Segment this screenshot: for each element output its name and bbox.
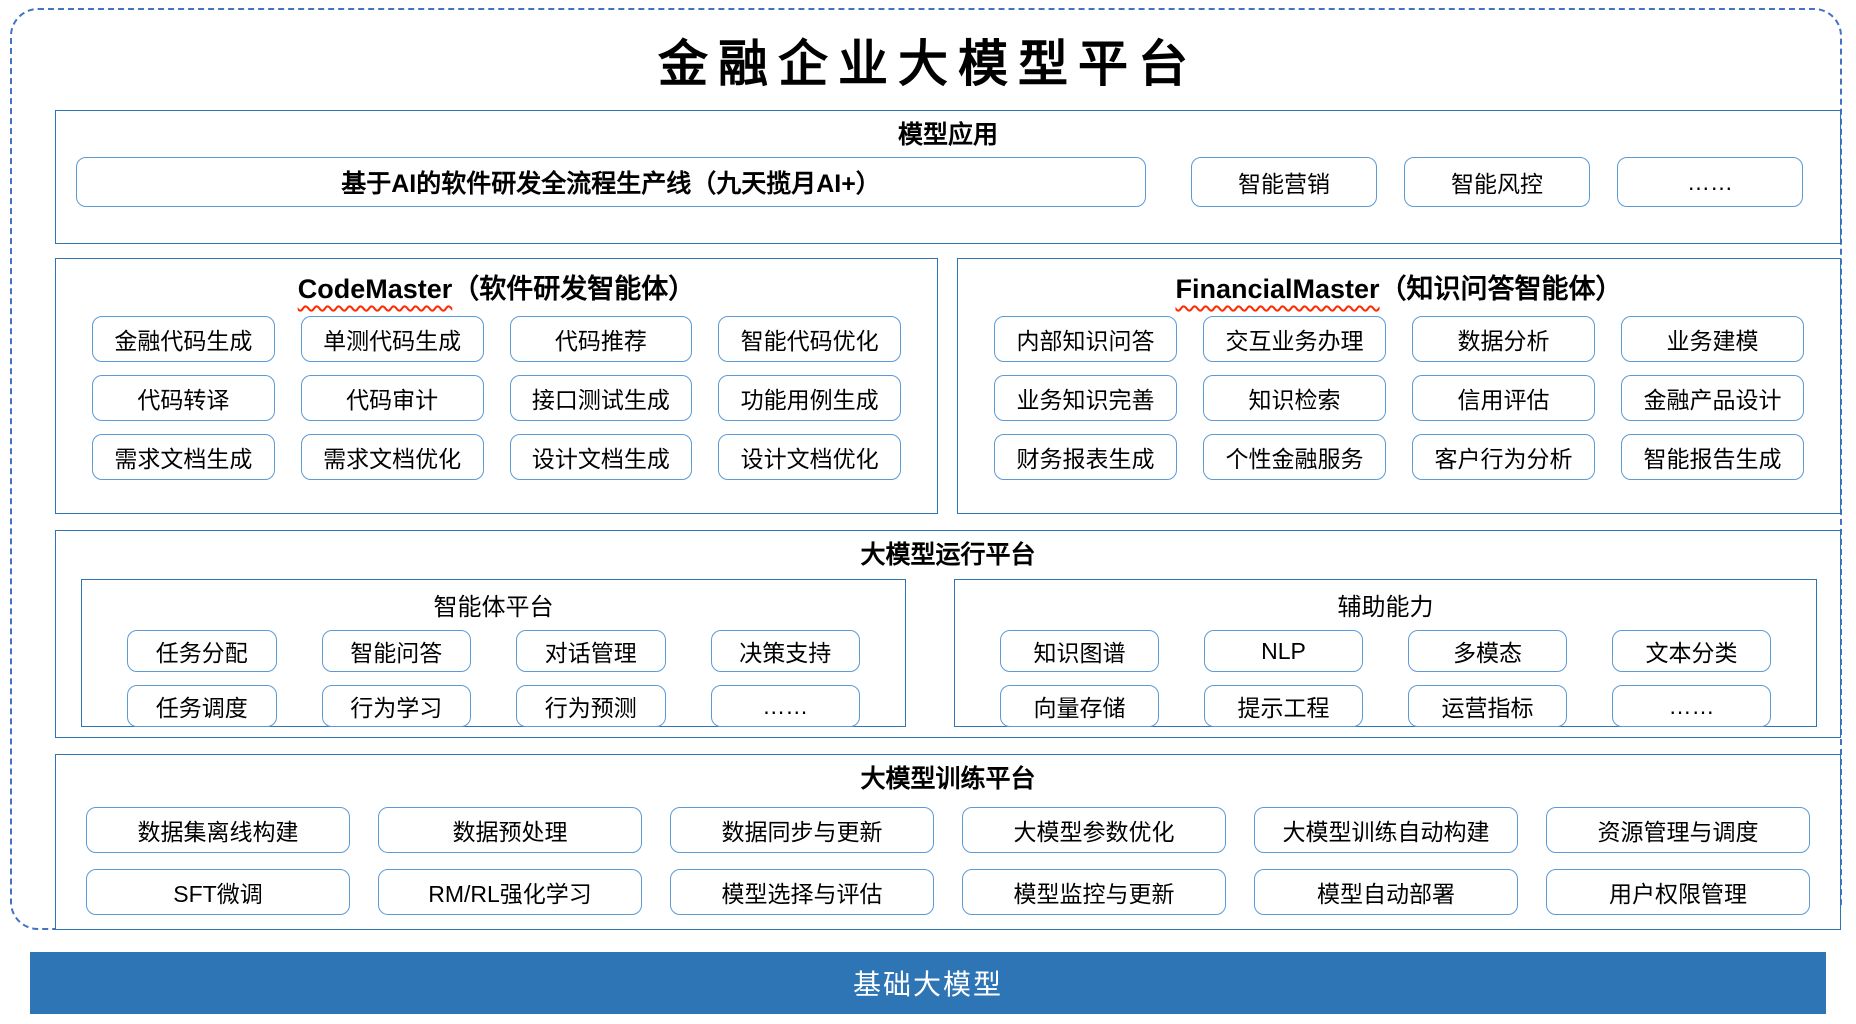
aux-ability-item: …… — [1612, 685, 1771, 727]
codemaster-item: 单测代码生成 — [300, 316, 484, 362]
training-item: 数据同步与更新 — [670, 807, 934, 854]
aux-ability-header: 辅助能力 — [1337, 594, 1434, 621]
model-application-row: 基于AI的软件研发全流程生产线（九天揽月AI+） 智能营销 智能风控 …… — [56, 157, 1840, 207]
financialmaster-item: 内部知识问答 — [994, 316, 1177, 362]
training-item: 模型选择与评估 — [670, 869, 934, 916]
app-box-risk-control: 智能风控 — [1404, 157, 1590, 207]
codemaster-item: 金融代码生成 — [92, 316, 275, 362]
codemaster-title-en: CodeMaster — [297, 274, 453, 304]
financialmaster-item: 业务建模 — [1621, 316, 1804, 362]
training-header: 大模型训练平台 — [860, 765, 1036, 793]
training-item: 模型监控与更新 — [962, 869, 1226, 916]
section-financialmaster: FinancialMaster（知识问答智能体） 内部知识问答 交互业务办理 数… — [957, 258, 1841, 514]
codemaster-item: 需求文档生成 — [92, 434, 275, 480]
financialmaster-item: 数据分析 — [1412, 316, 1595, 362]
aux-ability-item: 向量存储 — [1000, 685, 1159, 727]
aux-ability-item: 提示工程 — [1204, 685, 1363, 727]
financialmaster-title-zh: （知识问答智能体） — [1379, 274, 1623, 304]
app-box-marketing: 智能营销 — [1191, 157, 1377, 207]
section-model-application: 模型应用 基于AI的软件研发全流程生产线（九天揽月AI+） 智能营销 智能风控 … — [55, 110, 1841, 244]
financialmaster-item: 财务报表生成 — [994, 434, 1177, 480]
agent-platform-item: …… — [710, 685, 860, 727]
codemaster-title-zh: （软件研发智能体） — [452, 274, 696, 304]
page-title: 金融企业大模型平台 — [658, 34, 1198, 93]
agent-platform-item: 决策支持 — [710, 630, 860, 672]
financialmaster-item: 个性金融服务 — [1203, 434, 1386, 480]
financialmaster-item: 智能报告生成 — [1621, 434, 1804, 480]
financialmaster-item: 客户行为分析 — [1412, 434, 1595, 480]
training-item: 数据集离线构建 — [86, 807, 350, 854]
aux-ability-box: 辅助能力 知识图谱 NLP 多模态 文本分类 向量存储 提示工程 运营指标 …… — [954, 579, 1817, 727]
financialmaster-title: FinancialMaster（知识问答智能体） — [958, 267, 1840, 306]
model-application-header: 模型应用 — [897, 121, 998, 149]
codemaster-item: 接口测试生成 — [509, 375, 693, 421]
training-item: 用户权限管理 — [1546, 869, 1810, 916]
aux-ability-item: 知识图谱 — [1000, 630, 1159, 672]
app-main-pipeline-box: 基于AI的软件研发全流程生产线（九天揽月AI+） — [76, 157, 1146, 207]
agent-platform-item: 任务调度 — [127, 685, 277, 727]
app-box-ellipsis: …… — [1617, 157, 1803, 207]
financialmaster-title-en: FinancialMaster — [1175, 274, 1380, 304]
agent-platform-item: 对话管理 — [516, 630, 666, 672]
codemaster-item: 需求文档优化 — [300, 434, 484, 480]
runtime-header: 大模型运行平台 — [860, 541, 1036, 569]
codemaster-item: 代码推荐 — [509, 316, 693, 362]
financialmaster-grid: 内部知识问答 交互业务办理 数据分析 业务建模 业务知识完善 知识检索 信用评估… — [958, 306, 1840, 480]
codemaster-item: 功能用例生成 — [718, 375, 901, 421]
financialmaster-item: 业务知识完善 — [994, 375, 1177, 421]
training-item: SFT微调 — [86, 869, 350, 916]
codemaster-item: 代码转译 — [92, 375, 275, 421]
agent-platform-item: 智能问答 — [321, 630, 471, 672]
aux-ability-item: 运营指标 — [1408, 685, 1567, 727]
agent-platform-item: 行为学习 — [321, 685, 471, 727]
codemaster-title: CodeMaster（软件研发智能体） — [56, 267, 937, 306]
agent-platform-item: 任务分配 — [127, 630, 277, 672]
section-training-platform: 大模型训练平台 数据集离线构建 数据预处理 数据同步与更新 大模型参数优化 大模… — [55, 754, 1841, 930]
aux-ability-item: NLP — [1204, 630, 1363, 672]
codemaster-item: 设计文档优化 — [718, 434, 901, 480]
agent-platform-box: 智能体平台 任务分配 智能问答 对话管理 决策支持 任务调度 行为学习 行为预测… — [81, 579, 906, 727]
section-runtime-platform: 大模型运行平台 智能体平台 任务分配 智能问答 对话管理 决策支持 任务调度 行… — [55, 530, 1841, 738]
aux-ability-item: 文本分类 — [1612, 630, 1771, 672]
training-item: 资源管理与调度 — [1546, 807, 1810, 854]
codemaster-grid: 金融代码生成 单测代码生成 代码推荐 智能代码优化 代码转译 代码审计 接口测试… — [56, 306, 937, 480]
training-item: 大模型训练自动构建 — [1254, 807, 1518, 854]
codemaster-item: 智能代码优化 — [718, 316, 901, 362]
aux-ability-grid: 知识图谱 NLP 多模态 文本分类 向量存储 提示工程 运营指标 …… — [955, 622, 1816, 727]
training-grid: 数据集离线构建 数据预处理 数据同步与更新 大模型参数优化 大模型训练自动构建 … — [56, 795, 1840, 916]
training-item: 数据预处理 — [378, 807, 642, 854]
codemaster-item: 设计文档生成 — [509, 434, 693, 480]
financialmaster-item: 交互业务办理 — [1203, 316, 1386, 362]
agent-platform-header: 智能体平台 — [433, 594, 554, 621]
financialmaster-item: 信用评估 — [1412, 375, 1595, 421]
section-codemaster: CodeMaster（软件研发智能体） 金融代码生成 单测代码生成 代码推荐 智… — [55, 258, 938, 514]
agent-platform-grid: 任务分配 智能问答 对话管理 决策支持 任务调度 行为学习 行为预测 …… — [82, 622, 905, 727]
training-item: RM/RL强化学习 — [378, 869, 642, 916]
financialmaster-item: 知识检索 — [1203, 375, 1386, 421]
training-item: 大模型参数优化 — [962, 807, 1226, 854]
aux-ability-item: 多模态 — [1408, 630, 1567, 672]
foundation-model-label: 基础大模型 — [852, 969, 1003, 1000]
codemaster-item: 代码审计 — [300, 375, 484, 421]
agent-platform-item: 行为预测 — [516, 685, 666, 727]
foundation-model-bar: 基础大模型 — [30, 952, 1826, 1014]
financialmaster-item: 金融产品设计 — [1621, 375, 1804, 421]
training-item: 模型自动部署 — [1254, 869, 1518, 916]
